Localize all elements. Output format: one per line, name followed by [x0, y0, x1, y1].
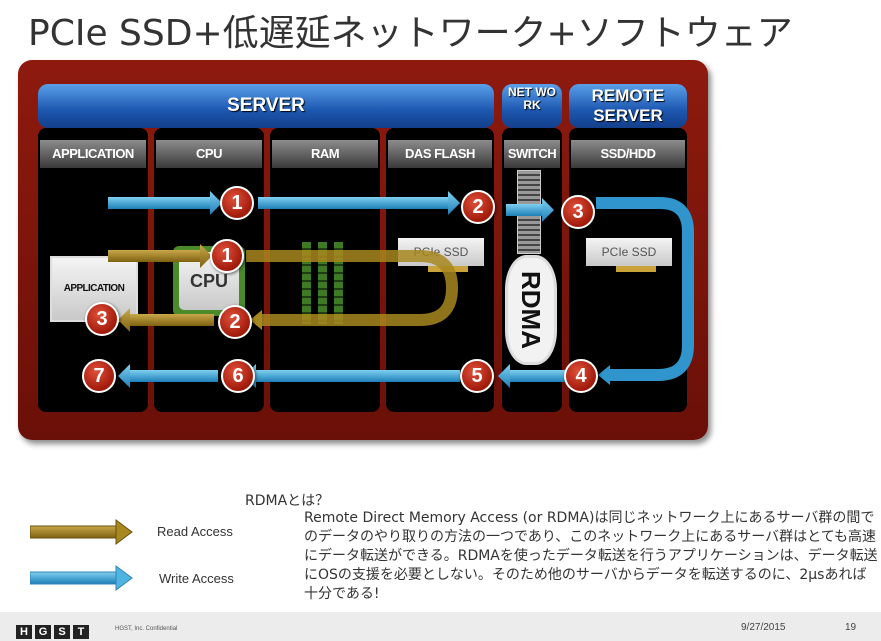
write-step-1: 1 [220, 186, 254, 220]
header-remote-server: REMOTE SERVER [569, 84, 687, 128]
subheader-das-flash: DAS FLASH [388, 140, 492, 168]
write-step-4: 4 [564, 359, 598, 393]
read-step-1: 1 [210, 239, 244, 273]
logo-letter: G [35, 625, 51, 639]
read-step-3: 3 [85, 302, 119, 336]
logo-letter: H [16, 625, 32, 639]
confidential-text: HGST, Inc. Confidential [115, 626, 178, 632]
pcie-ssd-card-left: PCIe SSD [398, 238, 484, 272]
rdma-question: RDMAとは？ [245, 493, 330, 509]
legend-write-label: Write Access [159, 571, 234, 586]
pcie-ssd-card-right: PCIe SSD [586, 238, 672, 272]
legend-read-label: Read Access [157, 524, 233, 539]
subheader-cpu: CPU [156, 140, 262, 168]
subheader-switch: SWITCH [504, 140, 560, 168]
pcie-ssd-label-right: PCIe SSD [586, 238, 672, 266]
header-network: NET WO RK [502, 84, 562, 128]
read-step-2: 2 [218, 305, 252, 339]
footer-date: 9/27/2015 [741, 622, 786, 633]
write-step-5: 5 [460, 359, 494, 393]
write-step-2: 2 [461, 190, 495, 224]
ram-module-1 [302, 242, 311, 324]
subheader-ssd-hdd: SSD/HDD [571, 140, 685, 168]
pcie-connector-right [616, 266, 656, 272]
write-step-7: 7 [82, 359, 116, 393]
rdma-description: Remote Direct Memory Access (or RDMA)は同じ… [304, 510, 878, 602]
legend-read-arrow [30, 519, 133, 545]
subheader-application: APPLICATION [40, 140, 146, 168]
ram-module-3 [334, 242, 343, 324]
rdma-cloud: RDMA [508, 258, 554, 362]
pcie-ssd-label-left: PCIe SSD [398, 238, 484, 266]
ram-module-2 [318, 242, 327, 324]
write-step-6: 6 [221, 359, 255, 393]
header-server: SERVER [38, 84, 494, 128]
legend-write-arrow [30, 565, 133, 591]
network-switch [517, 170, 541, 254]
rdma-label: RDMA [516, 271, 546, 349]
logo-letter: T [73, 625, 89, 639]
logo-letter: S [54, 625, 70, 639]
subheader-ram: RAM [272, 140, 378, 168]
page-title: PCIe SSD+低遅延ネットワーク+ソフトウェア [28, 13, 793, 54]
page-number: 19 [845, 622, 857, 633]
pcie-connector-left [428, 266, 468, 272]
write-step-3: 3 [561, 195, 595, 229]
